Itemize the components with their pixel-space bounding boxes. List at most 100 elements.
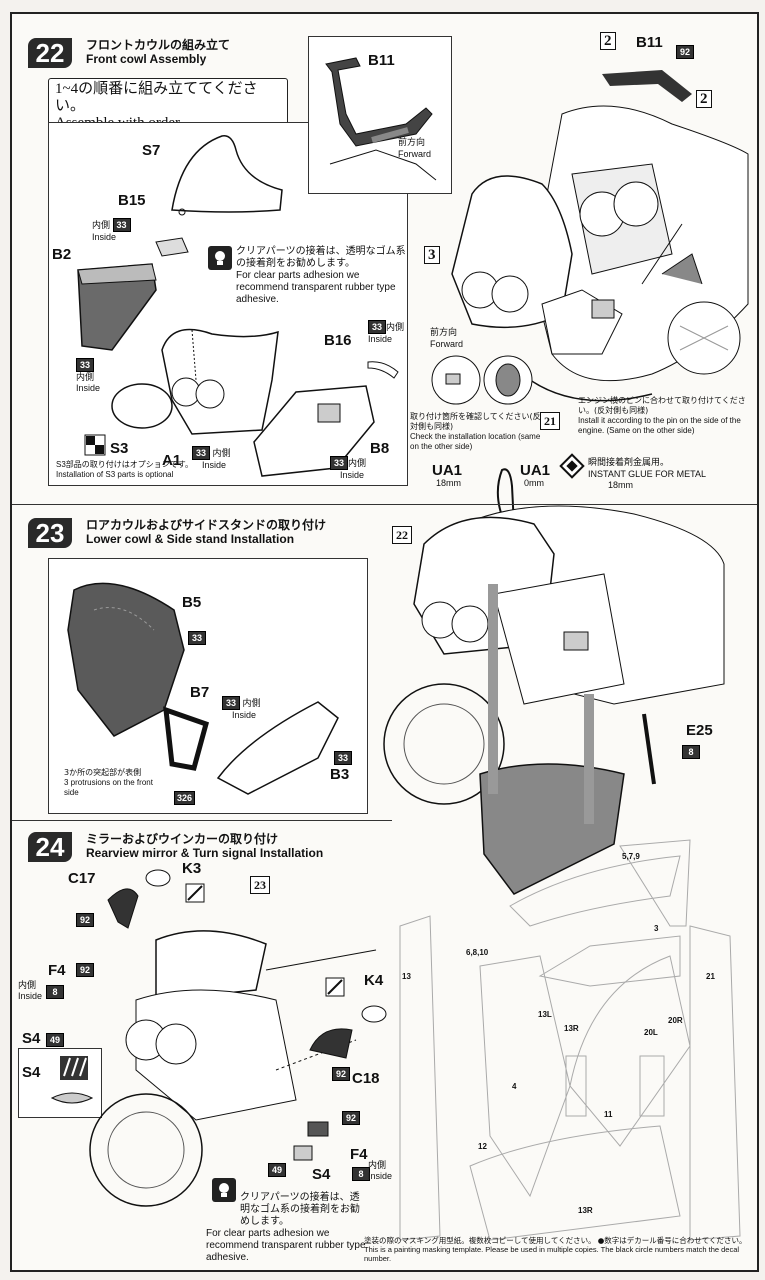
- step-23-number: 23: [28, 518, 72, 548]
- mask-label-13l: 13L: [538, 1010, 552, 1019]
- installation-detail-circles: [431, 355, 533, 405]
- paint-badge-33: 33: [222, 696, 240, 710]
- part-label-c17: C17: [68, 870, 96, 887]
- paint-badge-33: 33: [334, 751, 352, 765]
- check-location-note: 取り付け箇所を確認してください(反対側も同様) Check the instal…: [410, 412, 541, 451]
- glue-wire-length: 18mm: [608, 480, 634, 490]
- step-23-title-en: Lower cowl & Side stand Installation: [86, 532, 295, 546]
- engine-pin-note: エンジン横のピンに合わせて取り付けてください。(反対側も同様) Install …: [578, 396, 746, 435]
- ref-step-22: 22: [392, 526, 412, 544]
- mask-label-13r: 13R: [564, 1024, 579, 1033]
- a1-inside-label: 33 内側 Inside: [192, 446, 231, 471]
- step-23-title-jp: ロアカウルおよびサイドスタンドの取り付け: [86, 518, 327, 532]
- paint-badge-33: 33: [192, 446, 210, 460]
- step-22-title-en: Front cowl Assembly: [86, 52, 207, 66]
- part-label-f4-right: F4: [350, 1146, 368, 1163]
- c17-paint: 92: [76, 910, 94, 928]
- f4-left-paint-92: 92: [76, 960, 94, 978]
- step-divider-23: [12, 504, 757, 505]
- mask-label-3: 3: [654, 924, 659, 933]
- front-cowl-a1-drawing: [161, 328, 279, 435]
- ref-step-23: 23: [250, 876, 270, 894]
- paint-badge-8: 8: [352, 1167, 370, 1181]
- paint-badge-92: 92: [342, 1111, 360, 1125]
- paint-badge-92: 92: [332, 1067, 350, 1081]
- mask-label-6-8-10: 6,8,10: [466, 948, 489, 957]
- part-label-c18: C18: [352, 1070, 380, 1087]
- part-label-b7: B7: [190, 684, 210, 701]
- windscreen-s7-drawing: [171, 135, 283, 216]
- paint-badge-33: 33: [112, 218, 131, 232]
- mirror-assembly-drawing: [89, 930, 377, 1207]
- lower-cowl-b5-drawing: [67, 582, 185, 737]
- paint-badge-92: 92: [76, 963, 94, 977]
- part-label-ua1: UA1: [432, 462, 463, 479]
- order-mark-3-left: 3: [424, 246, 440, 264]
- step-22-number: 22: [28, 38, 72, 68]
- s4-detail-drawing: [50, 1056, 94, 1104]
- lens-s3-drawing: [111, 383, 173, 429]
- glue-caution-icon-24: [212, 1178, 236, 1202]
- f4-right-paint-8: 8: [352, 1164, 370, 1182]
- b5-paint: 33: [188, 628, 206, 646]
- b15-bracket-drawing: [155, 237, 189, 257]
- step-24-number: 24: [28, 832, 72, 862]
- optional-part-icon: [84, 434, 106, 456]
- part-label-e25: E25: [686, 722, 713, 739]
- part-label-s3: S3: [110, 440, 129, 457]
- mask-label-13r-bottom: 13R: [578, 1206, 593, 1215]
- step-24-title-jp: ミラーおよびウインカーの取り付け: [86, 832, 279, 846]
- mirror-c18-drawing: [309, 977, 387, 1059]
- front-cowl-assembly-drawing: [451, 70, 749, 402]
- paint-badge-49: 49: [268, 1163, 286, 1177]
- b11-paint-badge: 92: [676, 42, 694, 60]
- part-label-f4-left: F4: [48, 962, 66, 979]
- side-panel-b8-drawing: [253, 385, 375, 477]
- paint-badge-8: 8: [682, 745, 700, 759]
- part-label-b2: B2: [52, 246, 72, 263]
- b7-inside-label: 33 内側 Inside: [222, 696, 261, 721]
- b16-bracket-drawing: [367, 361, 399, 379]
- b3-paint: 33: [334, 748, 352, 766]
- part-label-b8: B8: [370, 440, 390, 457]
- s4-left-paint: 49: [46, 1030, 64, 1048]
- order-mark-2-left: 2: [600, 32, 616, 50]
- side-cowl-b3-drawing: [216, 701, 339, 795]
- ref-step-21: 21: [540, 412, 560, 430]
- part-label-b11: B11: [636, 34, 663, 51]
- mask-label-5-7-9: 5,7,9: [622, 852, 640, 861]
- order-text-jp: 1~4の順番に組み立ててください。: [55, 81, 258, 114]
- masking-footer: 塗装の際のマスキング用型紙。複数枚コピーして使用してください。 ●数字はデカール…: [364, 1236, 747, 1263]
- paint-badge-8: 8: [46, 985, 64, 999]
- part-label-k3: K3: [182, 860, 202, 877]
- mirror-c17-drawing: [107, 869, 205, 929]
- lower-cowl-assembly-drawing: [383, 505, 725, 895]
- step-divider-24: [12, 820, 392, 821]
- step-24-title-en: Rearview mirror & Turn signal Installati…: [86, 846, 324, 860]
- instant-glue-icon: [559, 453, 585, 479]
- mask-label-13: 13: [402, 972, 411, 981]
- paint-badge-33: 33: [188, 631, 206, 645]
- part-label-s7: S7: [142, 142, 161, 159]
- masking-template-drawing: [399, 839, 741, 1241]
- mask-label-20l: 20L: [644, 1028, 658, 1037]
- b11-handlebar-drawing: [325, 57, 437, 181]
- clear-parts-note-22: クリアパーツの接着は、透明なゴム系の接着剤をお勧めします。 For clear …: [236, 246, 406, 305]
- s3-optional-note: S3部品の取り付けはオプションです。Installation of S3 par…: [56, 460, 193, 479]
- part-label-b15: B15: [118, 192, 146, 209]
- f4-right-paint-92: 92: [342, 1108, 360, 1126]
- mask-label-20r: 20R: [668, 1016, 683, 1025]
- clear-parts-note-24: クリアパーツの接着は、透明なゴム系の接着剤をお勧めします。 For clear …: [206, 1192, 366, 1263]
- part-label-b11-inset: B11: [368, 52, 395, 69]
- paint-badge-326: 326: [174, 791, 196, 805]
- part-label-s4-right: S4: [312, 1166, 331, 1183]
- paint-badge-49: 49: [46, 1033, 64, 1047]
- part-label-ua1-right: UA1: [520, 462, 551, 479]
- protrusion-note: 3か所の突起部が表側 3 protrusions on the front si…: [64, 768, 153, 797]
- part-label-a1: A1: [162, 452, 182, 469]
